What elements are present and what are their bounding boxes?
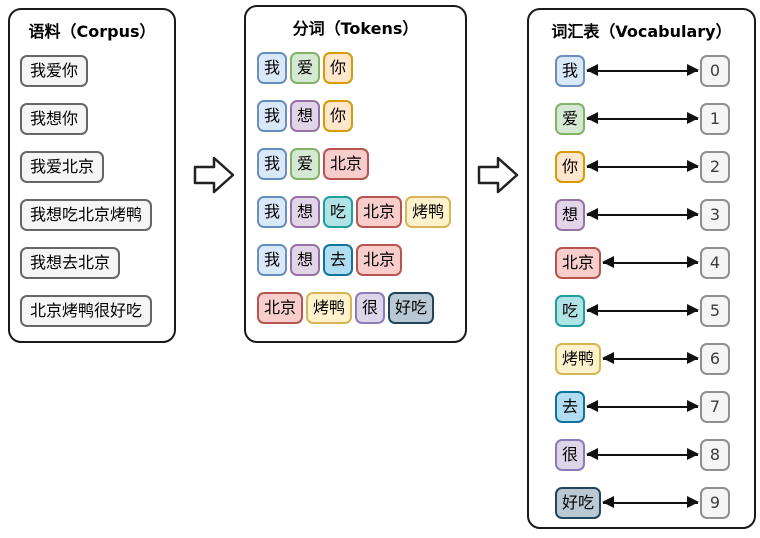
token-chip: 我 bbox=[257, 52, 288, 84]
double-arrow-icon bbox=[586, 401, 699, 412]
token-chip: 你 bbox=[555, 151, 586, 183]
token-chip: 北京 bbox=[257, 292, 304, 324]
token-chip: 你 bbox=[323, 52, 354, 84]
token-chip: 北京 bbox=[356, 244, 403, 276]
double-arrow-icon bbox=[586, 113, 699, 124]
vocab-index-box: 9 bbox=[700, 487, 730, 519]
tokens-panel: 分词（Tokens） 我爱你我想你我爱北京我想吃北京烤鸭我想去北京北京烤鸭很好吃 bbox=[244, 5, 467, 343]
token-chip: 烤鸭 bbox=[555, 343, 602, 375]
vocabulary-panel-title: 词汇表（Vocabulary） bbox=[551, 22, 732, 41]
corpus-panel: 语料（Corpus） 我爱你我想你我爱北京我想吃北京烤鸭我想去北京北京烤鸭很好吃 bbox=[8, 8, 176, 343]
token-chip: 烤鸭 bbox=[405, 196, 452, 228]
token-chip: 很 bbox=[355, 292, 386, 324]
token-row: 我爱你 bbox=[257, 52, 465, 84]
token-chip: 好吃 bbox=[388, 292, 435, 324]
double-arrow-icon bbox=[586, 449, 699, 460]
token-chip: 去 bbox=[323, 244, 354, 276]
corpus-sentence-box: 北京烤鸭很好吃 bbox=[20, 295, 153, 327]
double-arrow-icon bbox=[602, 257, 699, 268]
token-chip: 想 bbox=[290, 100, 321, 132]
tokens-panel-title: 分词（Tokens） bbox=[292, 19, 419, 38]
token-chip: 爱 bbox=[290, 148, 321, 180]
double-arrow-icon bbox=[586, 209, 699, 220]
token-chip: 爱 bbox=[555, 103, 586, 135]
token-chip: 吃 bbox=[555, 295, 586, 327]
token-row: 我想吃北京烤鸭 bbox=[257, 196, 465, 228]
vocab-index-box: 5 bbox=[700, 295, 730, 327]
token-rows: 我爱你我想你我爱北京我想吃北京烤鸭我想去北京北京烤鸭很好吃 bbox=[246, 52, 465, 324]
token-row: 我想你 bbox=[257, 100, 465, 132]
corpus-sentence-box: 我想去北京 bbox=[20, 247, 121, 279]
token-chip: 你 bbox=[323, 100, 354, 132]
vocab-row: 好吃 9 bbox=[555, 487, 730, 519]
vocab-index-box: 0 bbox=[700, 55, 730, 87]
token-chip: 想 bbox=[290, 244, 321, 276]
token-chip: 我 bbox=[257, 244, 288, 276]
token-chip: 吃 bbox=[323, 196, 354, 228]
token-row: 我想去北京 bbox=[257, 244, 465, 276]
token-row: 北京烤鸭很好吃 bbox=[257, 292, 465, 324]
token-chip: 我 bbox=[257, 148, 288, 180]
token-chip: 烤鸭 bbox=[306, 292, 353, 324]
token-chip: 很 bbox=[555, 439, 586, 471]
token-chip: 想 bbox=[290, 196, 321, 228]
vocab-index-box: 7 bbox=[700, 391, 730, 423]
flow-arrow-icon bbox=[477, 156, 519, 194]
token-chip: 我 bbox=[257, 100, 288, 132]
double-arrow-icon bbox=[586, 65, 699, 76]
corpus-sentence-box: 我想吃北京烤鸭 bbox=[20, 199, 153, 231]
vocab-index-box: 8 bbox=[700, 439, 730, 471]
double-arrow-icon bbox=[602, 353, 699, 364]
vocab-index-box: 1 bbox=[700, 103, 730, 135]
token-chip: 好吃 bbox=[555, 487, 602, 519]
token-chip: 北京 bbox=[555, 247, 602, 279]
corpus-sentence-box: 我爱北京 bbox=[20, 151, 105, 183]
vocab-index-box: 2 bbox=[700, 151, 730, 183]
corpus-sentence-box: 我爱你 bbox=[20, 55, 89, 87]
token-row: 我爱北京 bbox=[257, 148, 465, 180]
vocab-row: 北京 4 bbox=[555, 247, 730, 279]
corpus-panel-title: 语料（Corpus） bbox=[28, 22, 156, 41]
token-chip: 去 bbox=[555, 391, 586, 423]
token-chip: 爱 bbox=[290, 52, 321, 84]
corpus-sentence-list: 我爱你我想你我爱北京我想吃北京烤鸭我想去北京北京烤鸭很好吃 bbox=[10, 55, 174, 327]
token-chip: 北京 bbox=[356, 196, 403, 228]
flow-arrow-icon bbox=[193, 156, 235, 194]
vocab-index-box: 4 bbox=[700, 247, 730, 279]
double-arrow-icon bbox=[602, 497, 699, 508]
token-chip: 想 bbox=[555, 199, 586, 231]
double-arrow-icon bbox=[586, 161, 699, 172]
vocab-index-box: 3 bbox=[700, 199, 730, 231]
double-arrow-icon bbox=[586, 305, 699, 316]
token-chip: 北京 bbox=[323, 148, 370, 180]
token-chip: 我 bbox=[257, 196, 288, 228]
token-chip: 我 bbox=[555, 55, 586, 87]
corpus-sentence-box: 我想你 bbox=[20, 103, 89, 135]
vocab-row: 烤鸭 6 bbox=[555, 343, 730, 375]
vocab-index-box: 6 bbox=[700, 343, 730, 375]
